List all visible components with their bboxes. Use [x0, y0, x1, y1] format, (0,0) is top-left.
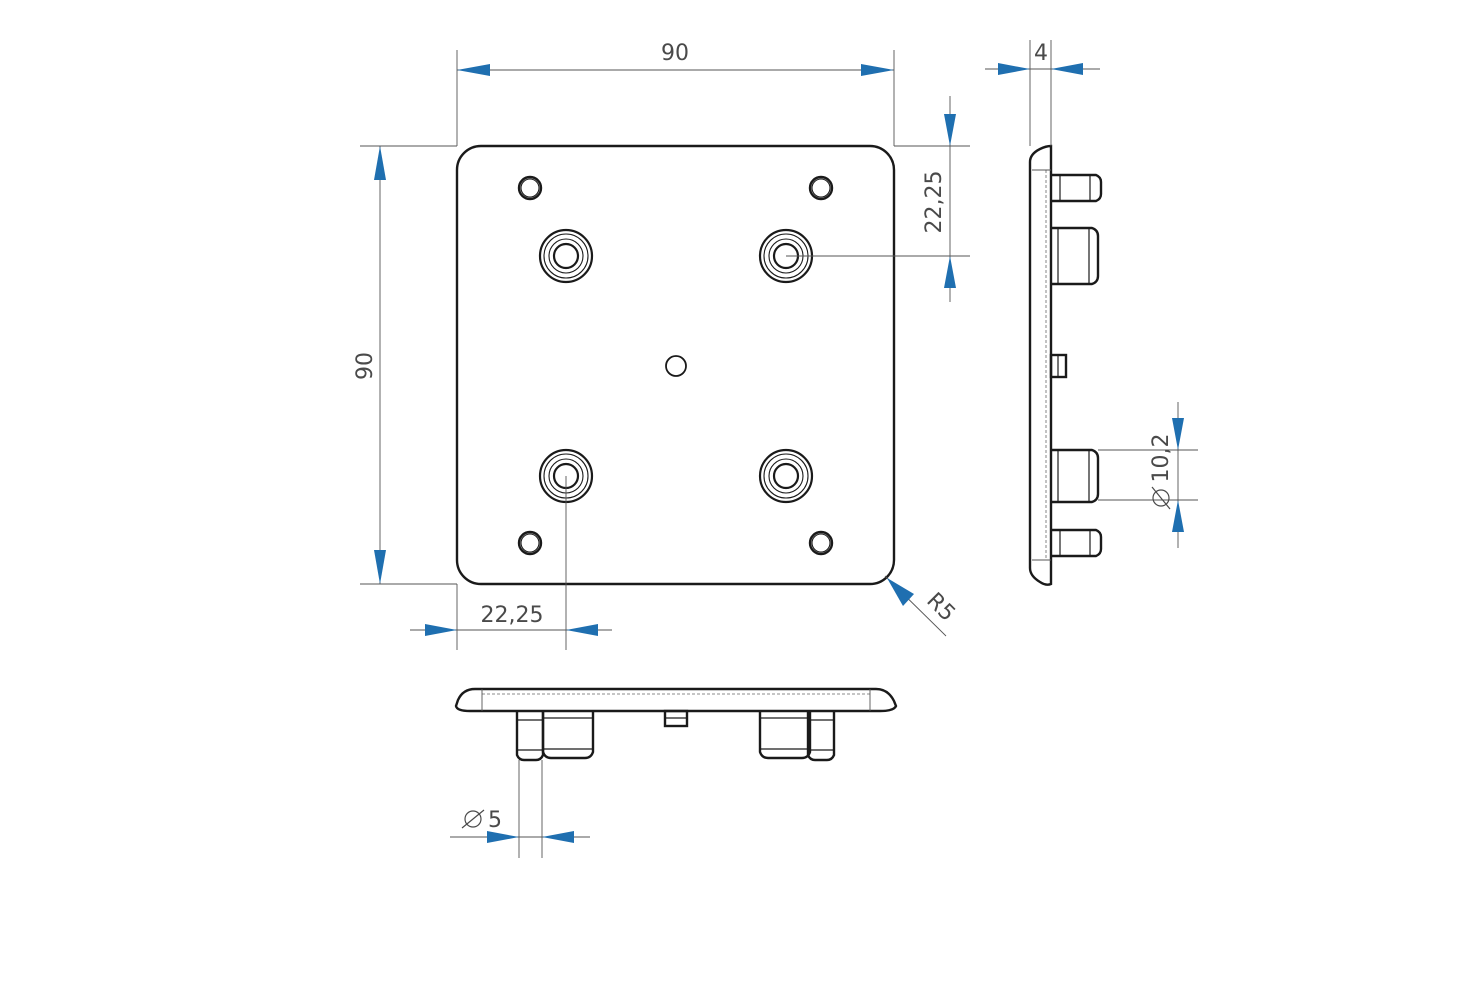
corner-hole-inner [811, 178, 831, 198]
dimension-corner-radius: R5 [884, 575, 960, 637]
dimension-arrow [425, 624, 457, 636]
dimension-arrow [887, 578, 914, 606]
corner-hole-inner [520, 178, 540, 198]
dimension-arrow [1051, 63, 1083, 75]
side-pin-top [1051, 173, 1103, 203]
diameter-symbol [461, 809, 485, 829]
dimension-corner-radius-label: R5 [921, 588, 959, 626]
side-boss-top [1051, 226, 1100, 286]
corner-hole-inner [811, 533, 831, 553]
corner-hole [517, 175, 543, 201]
dimension-boss-diameter: 10,2 [1098, 402, 1198, 548]
plate-outline [455, 144, 896, 586]
dimension-hole-offset-top: 22,25 [786, 96, 970, 302]
corner-hole-inner [520, 533, 540, 553]
dimension-side-thickness: 4 [985, 40, 1100, 146]
dimension-arrow [542, 831, 574, 843]
side-boss-bottom [1051, 448, 1100, 504]
side-pin-bottom [1051, 528, 1103, 558]
bottom-boss-right [758, 711, 812, 760]
dimension-arrow [1172, 500, 1184, 532]
corner-hole [808, 530, 834, 556]
front-view: 90 90 22,25 22,25 [353, 41, 970, 650]
corner-holes [517, 175, 834, 556]
dimension-boss-diameter-label: 10,2 [1149, 434, 1174, 483]
dimension-side-thickness-label: 4 [1034, 41, 1048, 66]
side-view: 4 10,2 [985, 40, 1198, 586]
dimension-hole-offset-top-label: 22,25 [922, 171, 947, 234]
bottom-view: 5 [450, 687, 898, 858]
bottom-pin-left [515, 711, 545, 762]
dimension-arrow [1172, 418, 1184, 450]
dimension-arrow [457, 64, 490, 76]
boss-upper-left [538, 228, 594, 284]
dimension-arrow [566, 624, 598, 636]
dimension-arrow [998, 63, 1030, 75]
corner-hole [808, 175, 834, 201]
dimension-width: 90 [456, 41, 895, 146]
dimension-arrow [374, 550, 386, 584]
side-plate-outline [1028, 144, 1053, 586]
diameter-symbol [1151, 486, 1171, 510]
dimension-pin-diameter: 5 [450, 760, 590, 858]
dimension-height-label: 90 [353, 352, 378, 380]
dimension-arrow [944, 256, 956, 288]
corner-hole [517, 530, 543, 556]
side-center-nub [1049, 353, 1068, 379]
dimension-height: 90 [353, 145, 457, 585]
center-hole [665, 355, 687, 377]
dimension-width-label: 90 [661, 41, 689, 66]
bottom-boss-left [541, 711, 595, 760]
dimension-hole-offset-left-label: 22,25 [481, 603, 544, 628]
dimension-pin-diameter-label: 5 [488, 808, 502, 833]
dimension-arrow [487, 831, 519, 843]
dimension-hole-offset-left: 22,25 [410, 476, 612, 650]
bottom-center-nub [663, 709, 689, 728]
bottom-plate-outline [454, 687, 898, 713]
bottom-pin-right [806, 711, 836, 762]
dimension-arrow [944, 114, 956, 146]
dimension-arrow [861, 64, 894, 76]
dimension-arrow [374, 146, 386, 180]
boss-lower-right [758, 448, 814, 504]
